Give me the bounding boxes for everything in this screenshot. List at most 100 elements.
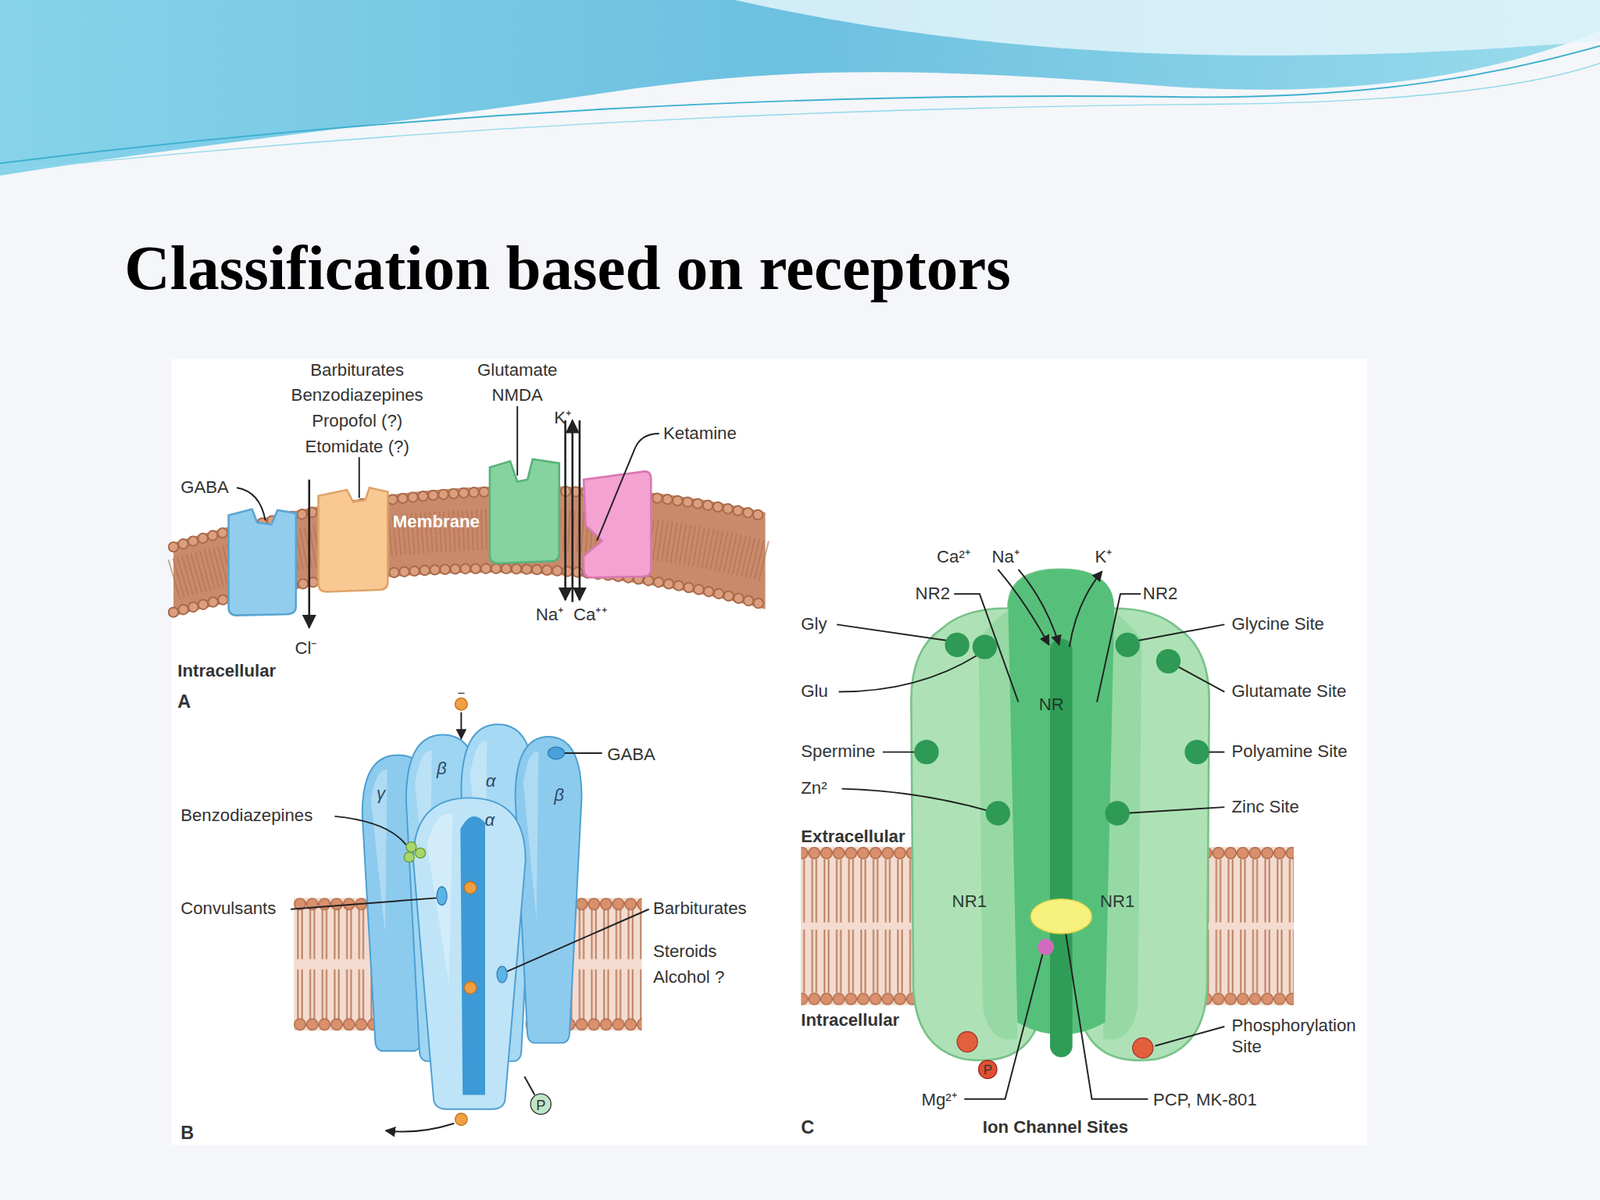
- annotation-label: GABA: [607, 744, 656, 765]
- annotation-label: Benzodiazepines: [180, 806, 313, 827]
- part-label: β: [436, 759, 447, 780]
- receptor-part: β: [515, 736, 583, 1043]
- leader-line: [516, 406, 518, 476]
- leader-lines: [236, 406, 1225, 1100]
- annotation-label: Glutamate Site: [1231, 681, 1347, 702]
- annotation-label: Mg²⁺: [921, 1089, 958, 1111]
- gaba-receptor: [228, 509, 297, 616]
- binding-site: [1115, 632, 1140, 658]
- annotation-label: NR2: [1142, 583, 1178, 604]
- annotation-label: Barbiturates: [653, 899, 747, 920]
- leader-line: [839, 655, 979, 693]
- leader-line: [953, 593, 1018, 702]
- part-label: NR1: [1100, 892, 1135, 913]
- annotation-label: Zinc Site: [1231, 796, 1299, 818]
- annotation-label: Propofol (?): [311, 410, 403, 432]
- benzodiazepine-site: [415, 847, 426, 858]
- ion-arrow: [997, 569, 1049, 646]
- header-line: [0, 63, 1600, 172]
- leader-line: [964, 953, 1043, 1100]
- leader-line: [882, 751, 917, 754]
- leader-line: [236, 487, 266, 521]
- part-label: NR1: [952, 892, 987, 913]
- barbiturate-site: [496, 966, 508, 983]
- slide-title: Classification based on receptors: [124, 230, 1011, 304]
- leader-line: [290, 897, 437, 909]
- annotation-label: Glycine Site: [1231, 614, 1324, 635]
- annotation-label: Cl⁻: [294, 639, 318, 660]
- convulsant-site: [436, 886, 447, 906]
- part-label: Membrane: [392, 512, 480, 533]
- annotation-label: NR2: [915, 583, 950, 604]
- ion-arrow: [307, 479, 311, 628]
- header-wave: [0, 0, 1600, 176]
- header-swoosh: [734, 0, 1600, 56]
- ion-ball: [464, 981, 477, 994]
- ion-arrow: [578, 420, 582, 600]
- part-outline: [413, 797, 526, 1109]
- annotation-label: Extracellular: [800, 826, 905, 847]
- part-label: β: [553, 785, 565, 807]
- annotation-label: K⁺: [1094, 546, 1113, 568]
- leader-line: [596, 433, 660, 541]
- annotation-label: Zn²: [800, 778, 827, 800]
- leader-line: [524, 1076, 535, 1096]
- annotation-label: K⁺: [553, 407, 572, 429]
- header-line: [0, 46, 1600, 164]
- binding-site: [914, 739, 939, 765]
- ion-arrow: [1069, 571, 1103, 647]
- panel-c-sites: [914, 569, 1209, 1079]
- annotation-label: Ca⁺⁺: [573, 605, 608, 626]
- leader-line: [334, 816, 406, 846]
- annotation-label: Ion Channel Sites: [982, 1117, 1129, 1138]
- ion-arrow: [385, 1123, 455, 1133]
- annotation-label: Glutamate: [477, 360, 558, 381]
- benzodiazepine-site: [403, 852, 415, 863]
- annotation-label: −: [457, 683, 465, 704]
- leader-line: [1207, 751, 1225, 754]
- annotation-label: Convulsants: [180, 899, 276, 920]
- binding-site: [944, 632, 969, 658]
- receptor-part: α: [413, 797, 526, 1109]
- magnesium-site: [1037, 939, 1054, 956]
- figure-panel: [171, 359, 1368, 1146]
- leader-line: [1136, 624, 1225, 641]
- part-label: α: [485, 771, 497, 792]
- binding-site: [1156, 649, 1181, 674]
- binding-site: [972, 634, 997, 659]
- gaba-site: [547, 746, 565, 760]
- part-outline: [515, 736, 583, 1043]
- ion-arrow: [1018, 569, 1060, 646]
- annotation-label: Intracellular: [177, 660, 276, 682]
- part-outline: [173, 469, 766, 623]
- part-label: NR: [1039, 694, 1065, 715]
- nmda-receptor: [489, 459, 560, 564]
- annotation-label: A: [177, 692, 191, 713]
- leader-line: [842, 789, 990, 812]
- annotation-label: Barbiturates: [310, 360, 404, 381]
- part-label: α: [484, 810, 495, 831]
- annotation-label: C: [800, 1117, 815, 1138]
- annotation-label: PCP, MK-801: [1153, 1089, 1258, 1111]
- leader-line: [1124, 807, 1225, 814]
- binding-site: [1105, 800, 1130, 825]
- annotation-label: Gly: [800, 614, 827, 635]
- ion-arrow: [564, 420, 567, 600]
- annotation-label: Spermine: [800, 742, 875, 763]
- leader-line: [1175, 665, 1225, 693]
- binding-site: [1184, 739, 1209, 765]
- annotation-label: P: [983, 1060, 993, 1081]
- annotation-label: Glu: [800, 681, 829, 702]
- annotation-label: Steroids: [653, 942, 717, 963]
- leader-line: [836, 624, 950, 641]
- pcp-site: [1030, 899, 1092, 934]
- annotation-label: Alcohol ?: [653, 967, 725, 988]
- phosphorylation-site: [1132, 1037, 1154, 1058]
- annotation-label: Na⁺: [992, 546, 1021, 568]
- leader-line: [507, 909, 650, 972]
- ion-arrow: [571, 420, 574, 602]
- annotation-label: NMDA: [492, 385, 543, 407]
- ion-arrow: [460, 712, 462, 740]
